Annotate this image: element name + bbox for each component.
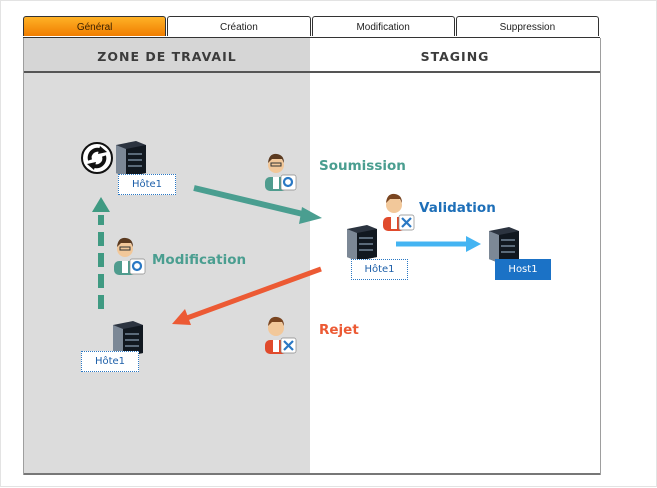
user-gear-icon: [114, 237, 146, 275]
host-label-final: Host1: [495, 259, 551, 280]
sync-icon: [81, 142, 113, 174]
user-tools-icon: [265, 316, 297, 354]
tab-bar: Général Création Modification Suppressio…: [23, 16, 600, 38]
zone-travail-title: ZONE DE TRAVAIL: [24, 38, 310, 73]
server-icon: [489, 227, 519, 263]
modification-arrow: [92, 197, 110, 309]
diagram-bottom-border: [24, 473, 600, 475]
user-tools-icon: [383, 193, 415, 231]
server-icon: [347, 225, 377, 261]
reject-arrow: [172, 266, 322, 325]
host-label-bottom-left: Hôte1: [81, 351, 139, 372]
server-icon: [116, 141, 146, 177]
tab-suppression[interactable]: Suppression: [455, 16, 599, 36]
submission-arrow: [193, 185, 322, 224]
user-gear-icon: [265, 153, 297, 191]
server-icon: [113, 321, 143, 357]
label-soumission: Soumission: [319, 158, 406, 174]
host-label-staging: Hôte1: [351, 259, 408, 280]
tab-modification[interactable]: Modification: [311, 16, 455, 36]
label-validation: Validation: [419, 200, 496, 216]
zone-travail-background: [24, 38, 310, 475]
label-rejet: Rejet: [319, 322, 359, 338]
tab-general[interactable]: Général: [23, 16, 167, 36]
tab-underline: [23, 37, 600, 38]
validation-arrow: [396, 236, 481, 252]
host-label-top-left: Hôte1: [118, 174, 176, 195]
tab-creation[interactable]: Création: [167, 16, 311, 36]
label-modification: Modification: [152, 252, 247, 268]
staging-title: STAGING: [310, 38, 600, 73]
